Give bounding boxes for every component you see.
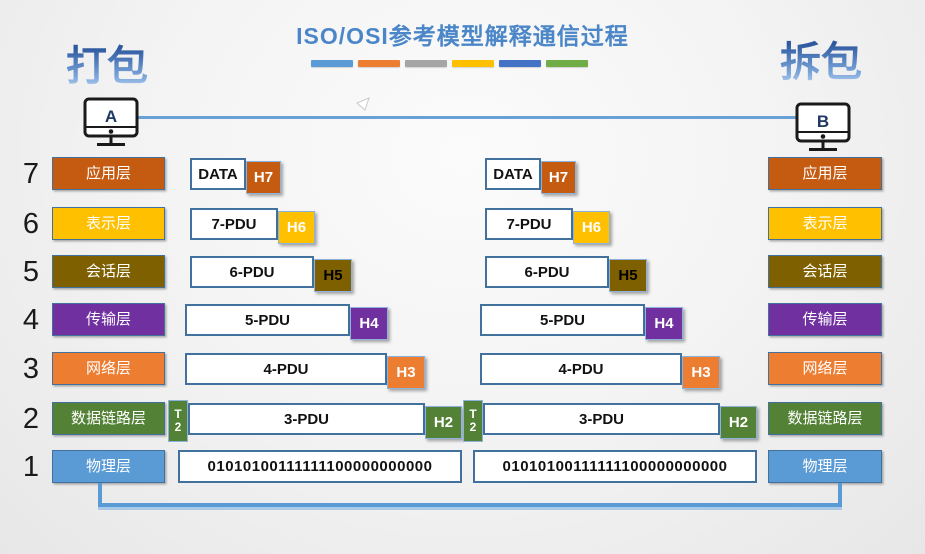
pdu-box-3pdu: 3-PDU [483,403,720,435]
bitstream-box: 01010100111111100000000000 [473,450,757,483]
header-box-h5: H5 [609,259,647,292]
physical-link-horizontal [98,503,842,507]
pdu-box-5pdu: 5-PDU [480,304,645,336]
physical-link-right-drop [838,483,842,507]
layer-left-application: 应用层 [52,157,165,190]
trailer-t: T [469,407,477,422]
header-box-h7: H7 [246,161,281,194]
layer-number-1: 1 [22,451,40,483]
layer-left-presentation: 表示层 [52,207,165,240]
bitstream-box: 01010100111111100000000000 [178,450,462,483]
header-box-h2: H2 [425,406,462,439]
header-box-h6: H6 [278,211,315,244]
layer-left-network: 网络层 [52,352,165,385]
dash-green [546,60,588,67]
host-b-label: B [817,112,829,131]
title-underline-dashes [311,60,588,67]
caption-unpack: 拆包 [780,39,862,85]
layer-right-datalink: 数据链路层 [768,402,882,435]
pdu-box-4pdu: 4-PDU [480,353,682,385]
computer-monitor-icon-a: A [83,97,139,146]
caption-pack: 打包 [66,43,148,89]
mouse-cursor-icon [356,97,370,111]
header-box-h7: H7 [541,161,576,194]
header-box-h5: H5 [314,259,352,292]
host-a-label: A [105,107,117,126]
layer-left-session: 会话层 [52,255,165,288]
header-box-h4: H4 [350,307,388,340]
pdu-box-6pdu: 6-PDU [485,256,609,288]
layer-left-transport: 传输层 [52,303,165,336]
header-box-h6: H6 [573,211,610,244]
layer-left-datalink: 数据链路层 [52,402,165,435]
dash-darkblue [499,60,541,67]
host-link-line [136,116,796,119]
header-box-h2: H2 [720,406,757,439]
header-box-h3: H3 [387,356,425,389]
layer-number-6: 6 [22,208,40,240]
trailer-2: 2 [469,420,477,434]
page-title: ISO/OSI参考模型解释通信过程 [296,23,629,49]
layer-right-physical: 物理层 [768,450,882,483]
pdu-box-data: DATA [190,158,246,190]
dash-orange [358,60,400,67]
layer-number-3: 3 [22,353,40,385]
layer-number-4: 4 [22,304,40,336]
pdu-box-7pdu: 7-PDU [485,208,573,240]
trailer-box-t2: T 2 [463,400,483,442]
dash-yellow [452,60,494,67]
pdu-box-6pdu: 6-PDU [190,256,314,288]
pdu-box-3pdu: 3-PDU [188,403,425,435]
pdu-box-data: DATA [485,158,541,190]
computer-monitor-icon-b: B [795,102,851,151]
trailer-box-t2: T 2 [168,400,188,442]
header-box-h4: H4 [645,307,683,340]
layer-number-5: 5 [22,256,40,288]
layer-left-physical: 物理层 [52,450,165,483]
layer-right-network: 网络层 [768,352,882,385]
dash-gray [405,60,447,67]
pdu-stack-receiver: DATA H7 7-PDU H6 6-PDU H5 5-PDU H4 4-PDU… [295,0,925,554]
physical-link-left-drop [98,483,102,507]
layer-right-session: 会话层 [768,255,882,288]
layer-right-application: 应用层 [768,157,882,190]
layer-right-presentation: 表示层 [768,207,882,240]
layer-number-7: 7 [22,158,40,190]
trailer-2: 2 [174,420,182,434]
pdu-box-5pdu: 5-PDU [185,304,350,336]
pdu-box-7pdu: 7-PDU [190,208,278,240]
dash-blue [311,60,353,67]
layer-number-2: 2 [22,403,40,435]
header-box-h3: H3 [682,356,720,389]
pdu-box-4pdu: 4-PDU [185,353,387,385]
layer-right-transport: 传输层 [768,303,882,336]
trailer-t: T [174,407,182,422]
